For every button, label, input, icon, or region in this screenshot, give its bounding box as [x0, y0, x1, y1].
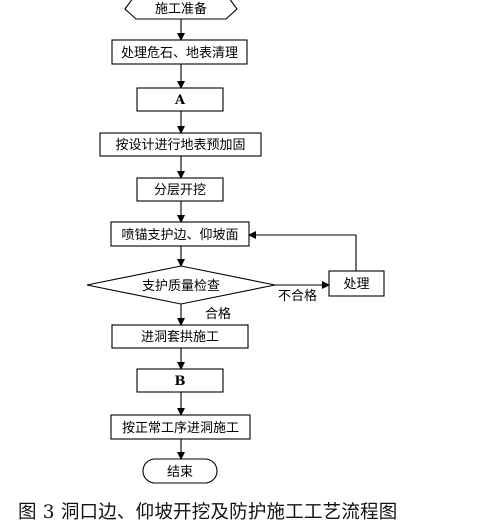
- end-node: 结束: [142, 458, 218, 484]
- arch-label: 进洞套拱施工: [141, 329, 219, 345]
- support-label: 喷锚支护边、仰坡面: [121, 228, 238, 243]
- start-node: 施工准备: [124, 0, 238, 20]
- handle-label: 处理: [343, 277, 369, 292]
- check-decision: 支护质量检查: [86, 265, 276, 305]
- start-label: 施工准备: [155, 1, 207, 17]
- excavate-label: 分层开挖: [154, 183, 206, 198]
- fail-label: 不合格: [278, 288, 317, 304]
- edge-handle-to-support: [248, 231, 357, 271]
- normal-label: 按正常工序进洞施工: [122, 421, 239, 436]
- end-label: 结束: [167, 465, 193, 480]
- reinforce-node: 按设计进行地表预加固: [99, 132, 262, 157]
- clear-label: 处理危石、地表清理: [121, 46, 238, 61]
- figure-caption: 图 3 洞口边、仰坡开挖及防护施工工艺流程图: [18, 502, 398, 523]
- clear-node: 处理危石、地表清理: [111, 39, 248, 65]
- check-label: 支护质量检查: [142, 279, 220, 294]
- b-label: B: [175, 374, 186, 389]
- flowchart: 施工准备 处理危石、地表清理 A 按设计进行地表预加固 分层开挖 喷锚支护边、仰…: [86, 0, 385, 484]
- handle-node: 处理: [328, 270, 385, 297]
- excavate-node: 分层开挖: [136, 177, 224, 202]
- a-node: A: [136, 87, 224, 112]
- b-node: B: [136, 368, 224, 393]
- reinforce-label: 按设计进行地表预加固: [115, 138, 245, 153]
- normal-node: 按正常工序进洞施工: [110, 414, 251, 440]
- a-label: A: [174, 93, 186, 108]
- pass-label: 合格: [205, 306, 231, 322]
- arch-node: 进洞套拱施工: [111, 324, 249, 349]
- support-node: 喷锚支护边、仰坡面: [110, 221, 250, 247]
